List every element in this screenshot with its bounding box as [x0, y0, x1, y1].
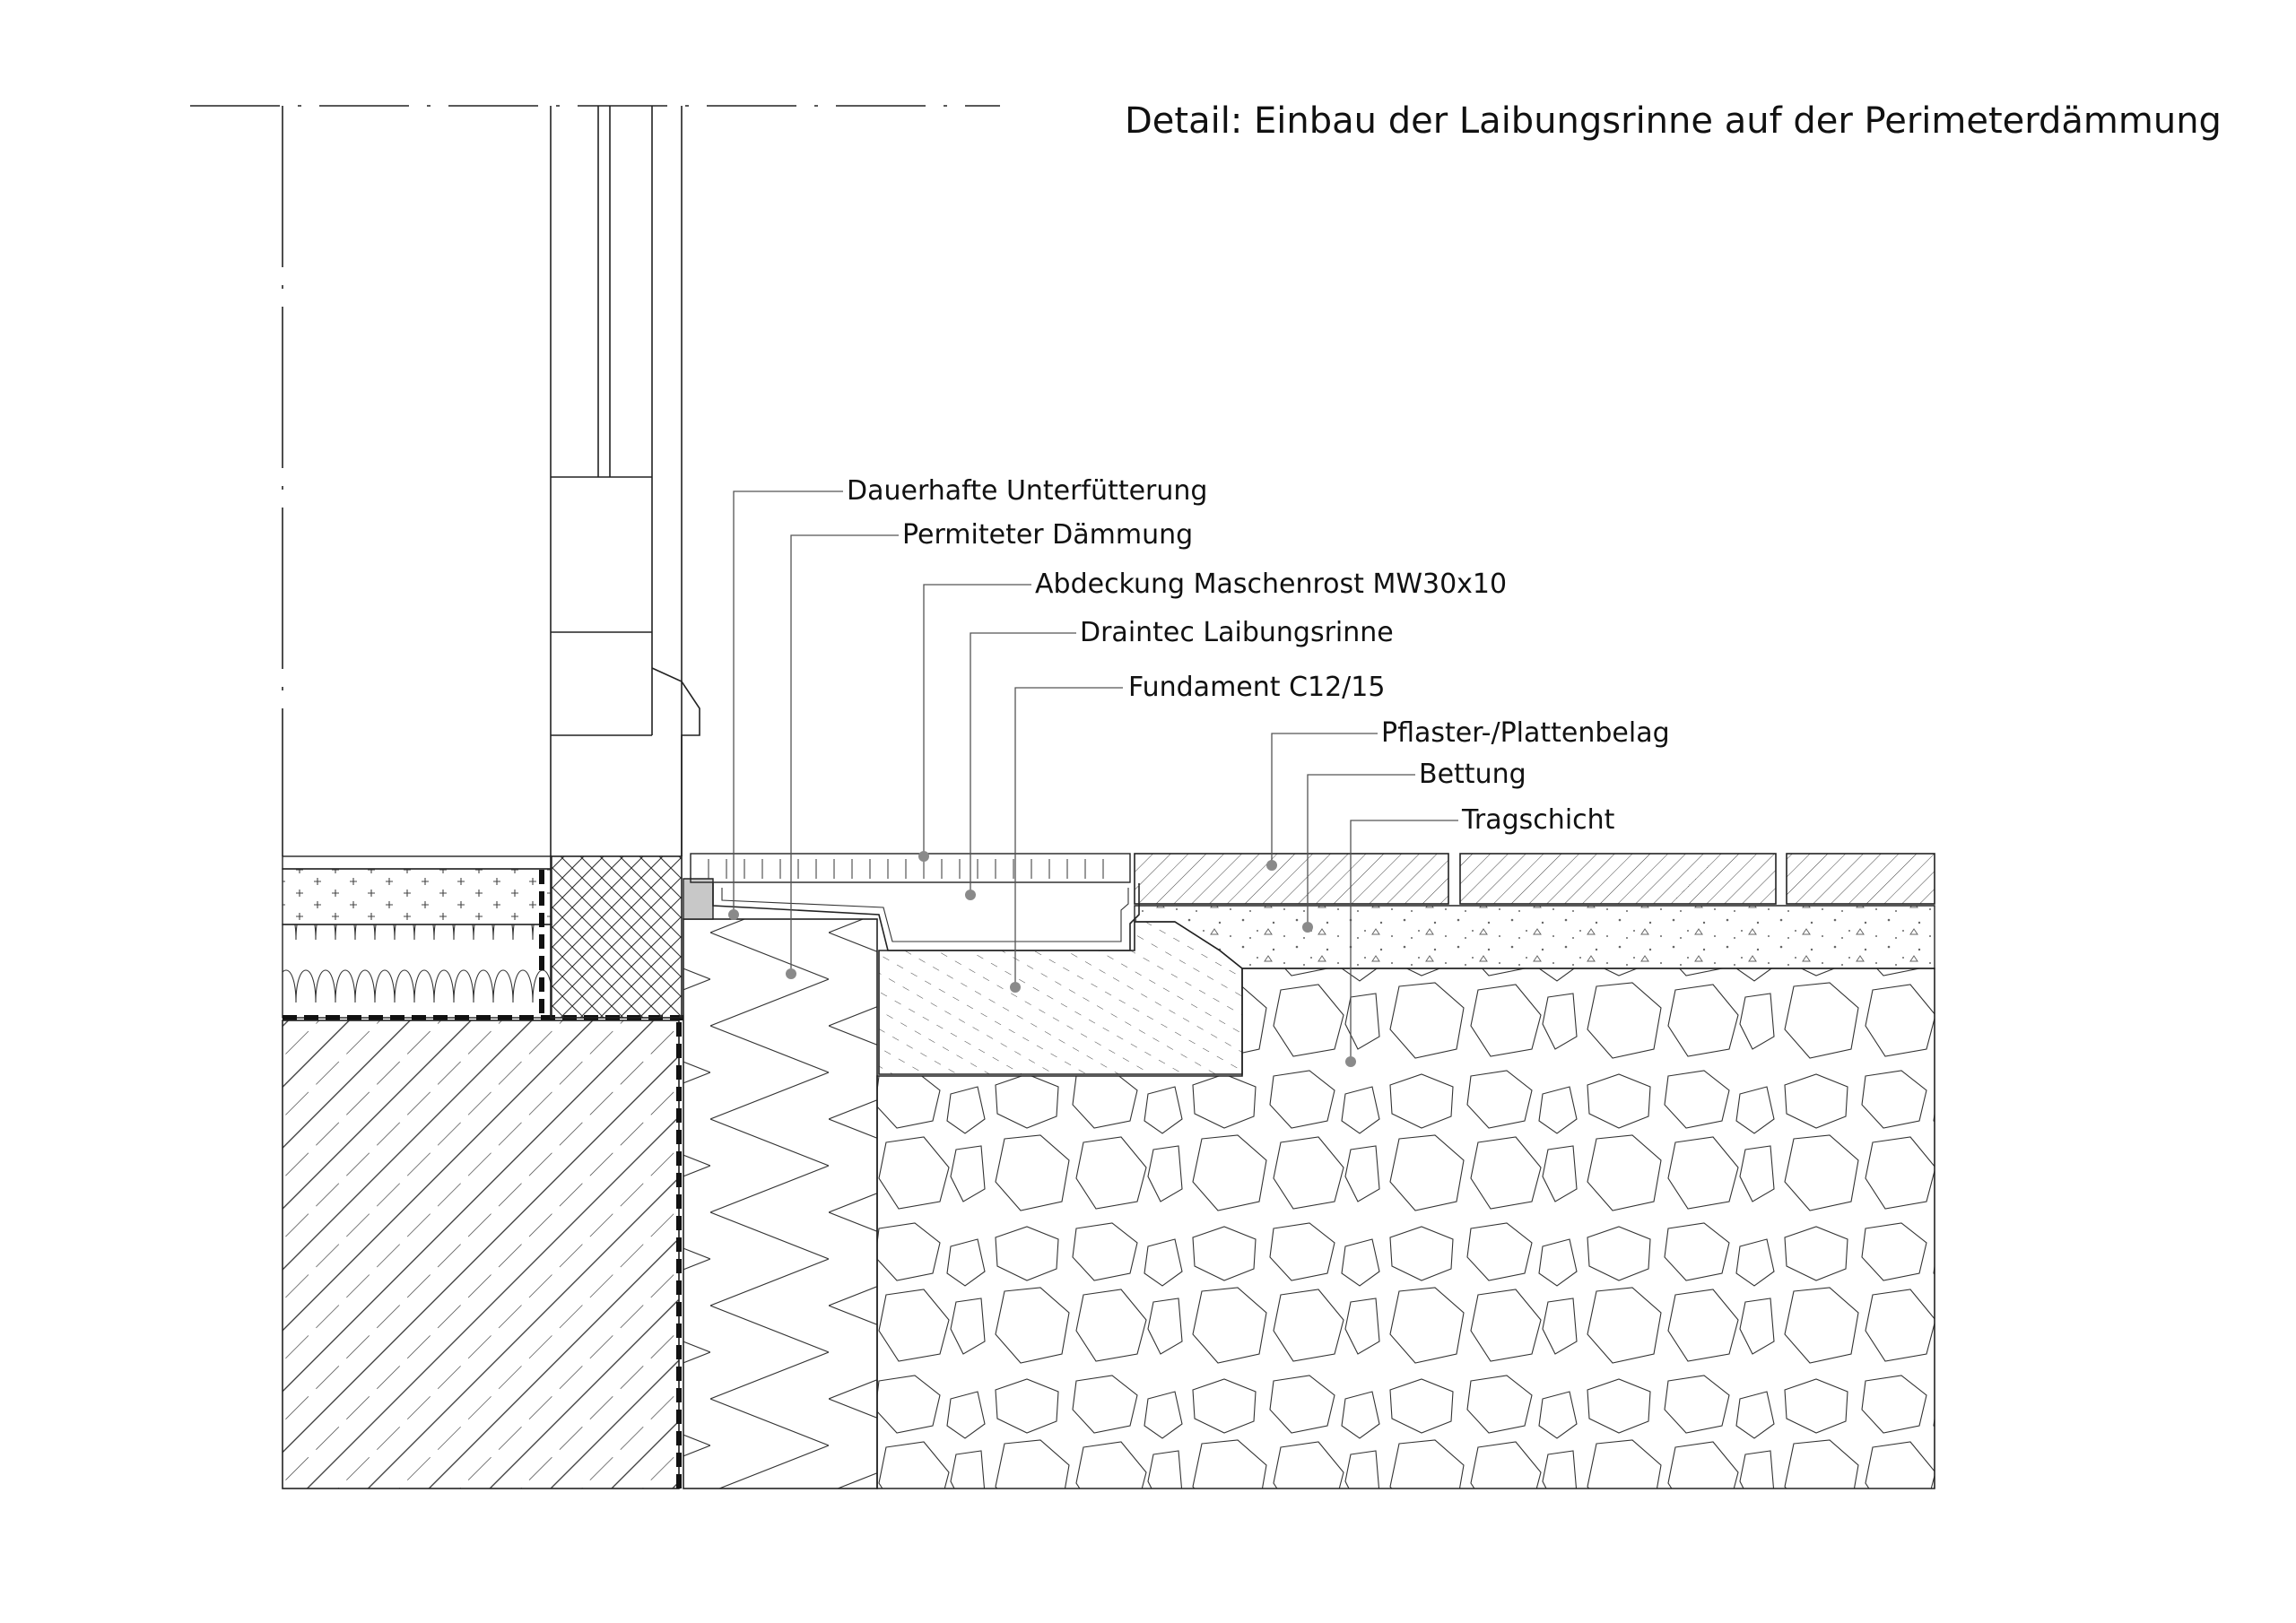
underfilling [683, 878, 714, 920]
label-rinne: Draintec Laibungsrinne [1080, 617, 1394, 648]
annotation-unterfuetterung: Dauerhafte Unterfütterung [728, 475, 1207, 920]
annotation-fundament: Fundament C12/15 [1010, 672, 1385, 993]
label-bettung: Bettung [1419, 759, 1526, 790]
label-daemmung: Permiteter Dämmung [902, 519, 1193, 551]
annotation-abdeckung: Abdeckung Maschenrost MW30x10 [918, 568, 1507, 862]
paving-slabs [1134, 853, 1935, 905]
annotation-tragschicht: Tragschicht [1345, 804, 1615, 1067]
drawing-title: Detail: Einbau der Laibungsrinne auf der… [1125, 100, 2222, 142]
foundation [878, 921, 1243, 1075]
concrete-wall [282, 1020, 680, 1489]
perimeter-insulation [683, 918, 878, 1489]
annotation-rinne: Draintec Laibungsrinne [965, 617, 1394, 900]
label-pflaster: Pflaster-/Plattenbelag [1381, 717, 1670, 749]
annotation-bettung: Bettung [1302, 759, 1526, 933]
annotation-daemmung: Permiteter Dämmung [786, 519, 1193, 979]
plinth-block [550, 855, 683, 1019]
label-abdeckung: Abdeckung Maschenrost MW30x10 [1035, 568, 1507, 600]
bedding [1134, 905, 1935, 969]
base-course [876, 968, 1935, 1489]
label-fundament: Fundament C12/15 [1128, 672, 1385, 703]
grating-cover [690, 853, 1131, 883]
door-frame [550, 106, 700, 856]
floor-buildup [282, 855, 683, 1020]
annotation-pflaster: Pflaster-/Plattenbelag [1266, 717, 1670, 871]
label-unterfuetterung: Dauerhafte Unterfütterung [847, 475, 1207, 507]
label-tragschicht: Tragschicht [1461, 804, 1615, 836]
